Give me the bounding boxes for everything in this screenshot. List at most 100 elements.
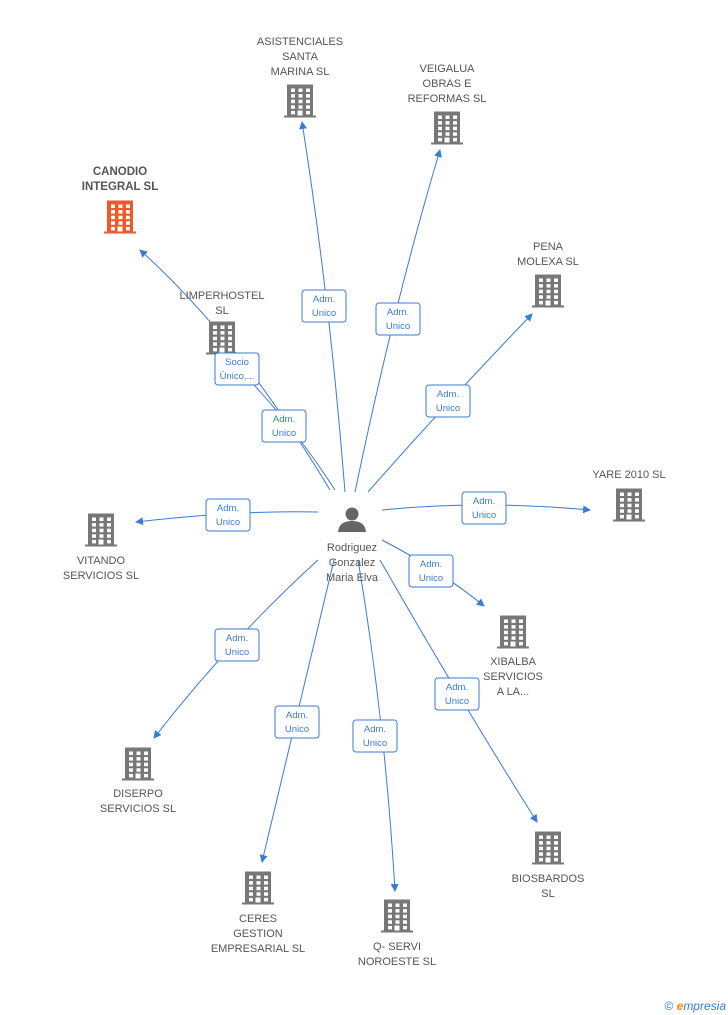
company-node-asistenciales[interactable]: ASISTENCIALES SANTA MARINA SL <box>257 36 343 118</box>
role-badge-canodio[interactable]: SocioÚnico,... <box>214 352 260 386</box>
building-icon <box>613 488 645 522</box>
badge-box <box>352 719 398 753</box>
company-label: MARINA SL <box>271 66 330 78</box>
company-label: REFORMAS SL <box>408 93 487 105</box>
role-badge-veigalua[interactable]: Adm. Unico <box>375 302 421 336</box>
role-badge-asistenciales[interactable]: Adm.Unico <box>301 289 347 323</box>
building-icon <box>122 747 154 781</box>
badge-text: Adm. <box>313 294 335 305</box>
company-label: OBRAS E <box>423 78 472 90</box>
badge-text: Adm. <box>446 682 468 693</box>
company-label: SL <box>215 305 228 317</box>
company-node-limperhostel[interactable]: LIMPERHOSTEL SL <box>180 290 265 355</box>
building-icon <box>381 899 413 933</box>
company-label: ASISTENCIALES <box>257 36 343 48</box>
role-badge-pena[interactable]: Adm. Unico <box>425 384 471 418</box>
company-node-xibalba[interactable]: XIBALBA SERVICIOS A LA... <box>483 615 543 699</box>
person-name-label: Gonzalez <box>329 557 375 569</box>
person-name-label: Rodriguez <box>327 542 377 554</box>
badge-text: Adm. <box>473 496 495 507</box>
role-badge-diserpo[interactable]: Adm.Unico <box>214 628 260 662</box>
badge-box <box>214 628 260 662</box>
badge-text: Adm. <box>217 503 239 514</box>
badge-text: Unico <box>216 517 240 528</box>
badge-box <box>301 289 347 323</box>
badge-box <box>408 554 454 588</box>
badge-text: Unico <box>419 573 443 584</box>
badge-box <box>375 302 421 336</box>
badge-box <box>261 409 307 443</box>
nodes-layer: ASISTENCIALES SANTA MARINA SL VEIGALUA OBRAS… <box>63 36 666 968</box>
role-badge-vitando[interactable]: Adm. Unico <box>205 498 251 532</box>
brand-name: mpresia <box>683 999 726 1013</box>
badge-text: Unico <box>436 403 460 414</box>
building-icon <box>85 513 117 547</box>
badge-text: Unico <box>363 738 387 749</box>
company-label: PENA <box>533 241 564 253</box>
company-label: VEIGALUA <box>419 63 475 75</box>
role-badge-qservi[interactable]: Adm.Unico <box>352 719 398 753</box>
badge-text: Unico <box>285 724 309 735</box>
company-label: SANTA <box>282 51 319 63</box>
company-label: DISERPO <box>113 788 163 800</box>
badge-text: Adm. <box>273 414 295 425</box>
building-icon <box>206 321 238 355</box>
brand-initial: e <box>676 999 684 1013</box>
building-icon <box>431 111 463 145</box>
badge-text: Adm. <box>437 389 459 400</box>
company-label: INTEGRAL SL <box>82 181 158 193</box>
building-icon <box>104 200 136 234</box>
role-badge-xibalba[interactable]: Adm. Unico <box>408 554 454 588</box>
badge-box <box>461 491 507 525</box>
badge-text: Socio <box>225 357 249 368</box>
edges-layer <box>135 121 591 892</box>
building-icon <box>284 84 316 118</box>
company-label: LIMPERHOSTEL <box>180 290 265 302</box>
role-badge-ceres[interactable]: Adm. Unico <box>274 705 320 739</box>
company-label: MOLEXA SL <box>517 256 579 268</box>
role-badge-biosbardos[interactable]: Adm. Unico <box>434 677 480 711</box>
company-label: CERES <box>239 913 277 925</box>
company-label: YARE 2010 SL <box>592 469 665 481</box>
company-label: BIOSBARDOS <box>512 873 585 885</box>
company-node-yare[interactable]: YARE 2010 SL <box>592 469 666 522</box>
company-label: XIBALBA <box>490 656 537 668</box>
badge-text: Unico <box>445 696 469 707</box>
badge-text: Unico <box>386 321 410 332</box>
company-label: NOROESTE SL <box>358 956 436 968</box>
badge-box <box>214 352 260 386</box>
badge-text: Adm. <box>420 559 442 570</box>
company-node-vitando[interactable]: VITANDO SERVICIOS SL <box>63 513 139 583</box>
company-label: GESTION <box>233 928 283 940</box>
building-icon <box>242 871 274 905</box>
company-label: A LA... <box>497 686 529 698</box>
company-node-veigalua[interactable]: VEIGALUA OBRAS E REFORMAS SL <box>408 63 487 145</box>
role-badge-limperhostel[interactable]: Adm. Unico <box>261 409 307 443</box>
badge-text: Adm. <box>387 307 409 318</box>
company-label: EMPRESARIAL SL <box>211 943 305 955</box>
company-label: Q- SERVI <box>373 941 421 953</box>
building-icon <box>532 274 564 308</box>
company-node-pena[interactable]: PENA MOLEXA SL <box>517 241 579 308</box>
badge-text: Adm. <box>286 710 308 721</box>
footer-brand: © empresia <box>664 999 726 1013</box>
company-node-ceres[interactable]: CERES GESTION EMPRESARIAL SL <box>211 871 305 956</box>
company-label: SERVICIOS SL <box>63 570 139 582</box>
building-icon <box>532 831 564 865</box>
badge-text: Unico <box>472 510 496 521</box>
copyright-symbol: © <box>664 999 674 1013</box>
company-node-qservi[interactable]: Q- SERVI NOROESTE SL <box>358 899 436 969</box>
badge-text: Unico <box>225 647 249 658</box>
company-label: SERVICIOS <box>483 671 543 683</box>
badge-text: Unico <box>272 428 296 439</box>
person-name-label: Maria Elva <box>326 572 379 584</box>
company-label: VITANDO <box>77 555 126 567</box>
building-icon <box>497 615 529 649</box>
role-badge-yare[interactable]: Adm. Unico <box>461 491 507 525</box>
